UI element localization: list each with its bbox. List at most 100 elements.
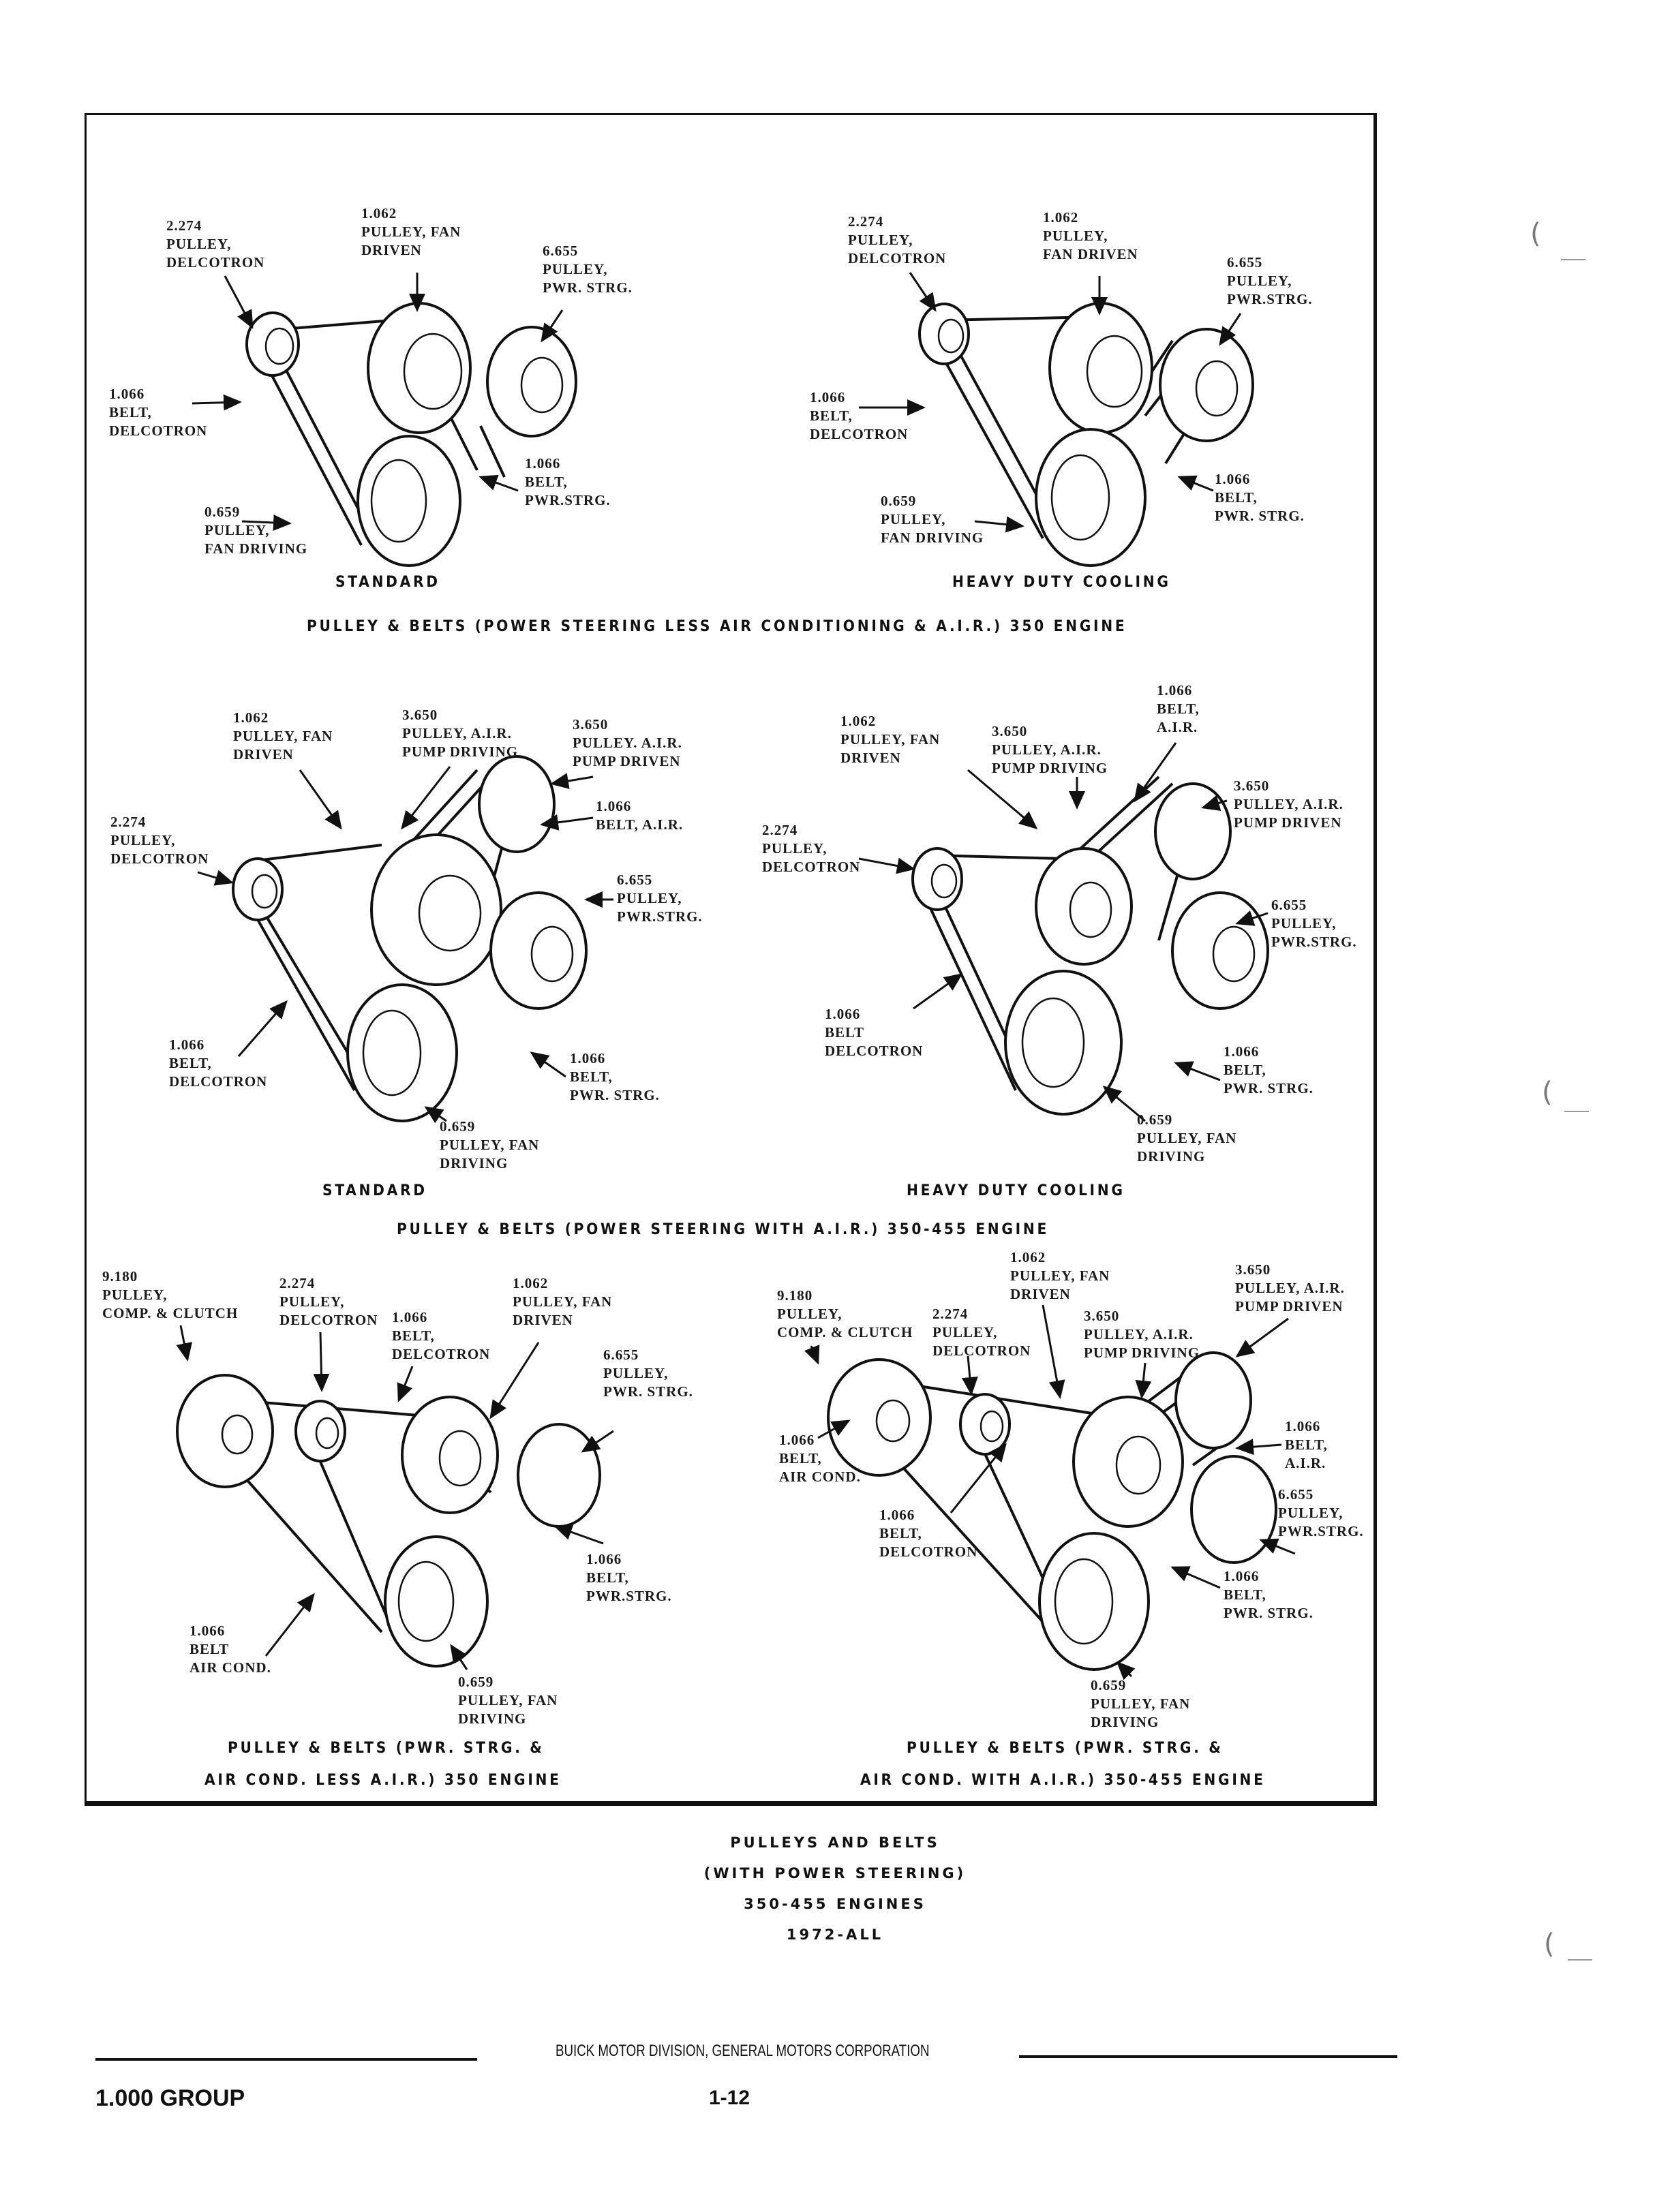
figure-title-line-3: 350-455 ENGINES: [744, 1896, 926, 1912]
label-number: 6.655: [543, 243, 579, 259]
label-line: DELCOTRON: [166, 254, 265, 271]
label-number: 0.659: [881, 493, 917, 509]
label-line: DRIVING: [1137, 1148, 1206, 1165]
caption-heavy-duty-cooling: HEAVY DUTY COOLING: [907, 1182, 1125, 1199]
label-line: BELT,: [1215, 489, 1258, 506]
label-line: PULLEY, FAN: [1091, 1695, 1191, 1712]
label-line: BELT, A.I.R.: [596, 816, 684, 833]
margin-dash-top: [1561, 259, 1585, 260]
label-number: 0.659: [458, 1674, 494, 1690]
label-number: 1.066: [779, 1432, 815, 1448]
label-line: PULLEY, FAN: [840, 731, 941, 748]
label-line: PULLEY, A.I.R.: [1235, 1280, 1345, 1296]
label-line: AIR COND.: [779, 1469, 861, 1485]
label-line: PULLEY, A.I.R.: [1084, 1326, 1194, 1342]
label-line: A.I.R.: [1157, 719, 1198, 735]
footer-rule-left: [95, 2058, 477, 2061]
label-line: FAN DRIVING: [204, 540, 308, 557]
label-number: 1.066: [109, 386, 145, 402]
label-line: PULLEY,: [1227, 273, 1292, 289]
label-line: PUMP DRIVEN: [573, 753, 681, 769]
label-line: DRIVEN: [233, 746, 294, 763]
label-number: 1.066: [810, 389, 846, 405]
label-line: PUMP DRIVING: [992, 760, 1108, 776]
label-line: BELT,: [392, 1327, 435, 1344]
label-number: 2.274: [932, 1306, 969, 1322]
label-number: 1.066: [825, 1006, 861, 1022]
label-number: 3.650: [1235, 1261, 1271, 1278]
label-line: BELT,: [1285, 1437, 1328, 1453]
label-line: BELT,: [810, 408, 853, 424]
label-line: FAN DRIVEN: [1043, 246, 1138, 262]
label-line: PWR. STRG.: [603, 1383, 693, 1400]
label-line: PWR.STRG.: [617, 908, 703, 925]
footer-page-number: 1-12: [709, 2087, 750, 2109]
label-number: 1.062: [1043, 209, 1079, 226]
label-line: DRIVEN: [840, 750, 901, 766]
label-line: PWR. STRG.: [1224, 1080, 1314, 1096]
label-line: PULLEY,: [110, 832, 176, 848]
label-line: PULLEY, FAN: [440, 1137, 540, 1153]
label-line: PULLEY, A.I.R.: [992, 741, 1102, 758]
caption-air-cond-less-air-line1: PULLEY & BELTS (PWR. STRG. &: [228, 1740, 545, 1757]
caption-air-cond-with-air-line1: PULLEY & BELTS (PWR. STRG. &: [907, 1740, 1224, 1757]
label-line: DELCOTRON: [848, 250, 947, 266]
footer-group: 1.000 GROUP: [95, 2085, 245, 2111]
footer-publisher: BUICK MOTOR DIVISION, GENERAL MOTORS COR…: [556, 2042, 930, 2060]
label-line: DELCOTRON: [879, 1543, 978, 1560]
label-number: 6.655: [1227, 254, 1263, 271]
label-number: 3.650: [573, 716, 609, 733]
label-line: COMP. & CLUTCH: [102, 1305, 239, 1321]
caption-standard: STANDARD: [335, 574, 440, 591]
label-line: DELCOTRON: [825, 1043, 924, 1059]
label-line: FAN DRIVING: [881, 529, 984, 546]
label-number: 6.655: [1271, 897, 1307, 913]
label-number: 1.062: [233, 709, 269, 726]
label-number: 1.066: [879, 1507, 915, 1523]
label-number: 1.066: [1224, 1568, 1260, 1584]
label-number: 3.650: [402, 707, 438, 723]
label-line: BELT,: [109, 404, 152, 420]
label-line: PULLEY, FAN: [513, 1293, 613, 1310]
label-number: 1.066: [525, 455, 561, 472]
label-line: DRIVING: [458, 1710, 527, 1727]
margin-mark-middle: (: [1542, 1077, 1553, 1108]
label-line: BELT,: [586, 1569, 629, 1586]
label-line: DELCOTRON: [762, 859, 861, 875]
label-line: DELCOTRON: [110, 850, 209, 867]
label-line: BELT,: [1157, 701, 1200, 717]
label-line: PWR. STRG.: [1224, 1605, 1314, 1621]
label-number: 2.274: [110, 814, 147, 830]
label-line: PULLEY,: [848, 232, 913, 248]
figure-frame: [85, 113, 1377, 1806]
label-number: 1.066: [1157, 682, 1193, 698]
footer-rule-right: [1019, 2055, 1397, 2058]
label-number: 6.655: [1278, 1486, 1314, 1503]
label-line: PULLEY,: [777, 1306, 842, 1322]
label-number: 0.659: [1091, 1677, 1127, 1693]
label-line: PULLEY, A.I.R.: [402, 725, 512, 741]
label-number: 2.274: [762, 822, 798, 838]
label-number: 6.655: [617, 872, 653, 888]
